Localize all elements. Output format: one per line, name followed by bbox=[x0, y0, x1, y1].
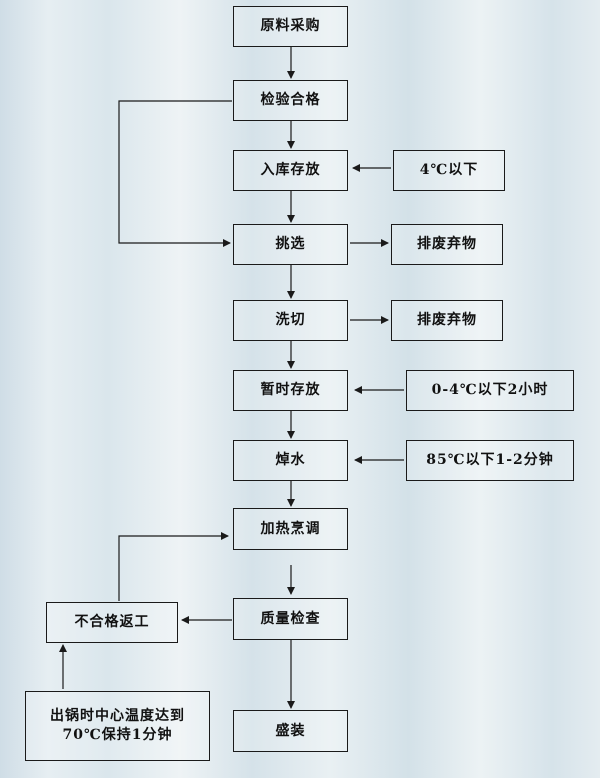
arrow-rework-to-cook bbox=[118, 532, 229, 601]
step-blanch: 焯水 bbox=[233, 440, 348, 481]
note-rework: 不合格返工 bbox=[46, 602, 178, 643]
step-cook: 加热烹调 bbox=[233, 508, 348, 550]
note-core-temp-line1: 出锅时中心温度达到 bbox=[50, 708, 185, 725]
note-core-temp: 出锅时中心温度达到 70℃保持1分钟 bbox=[25, 691, 210, 761]
arrow-inspect-loop-to-sort bbox=[118, 100, 232, 247]
note-storage-temp: 4℃以下 bbox=[393, 150, 505, 191]
note-blanch-cond: 85℃以下1-2分钟 bbox=[406, 440, 574, 481]
step-sort: 挑选 bbox=[233, 224, 348, 265]
step-inspect: 检验合格 bbox=[233, 80, 348, 121]
step-purchase: 原料采购 bbox=[233, 6, 348, 47]
step-quality-check: 质量检查 bbox=[233, 598, 348, 640]
step-wash-cut: 洗切 bbox=[233, 300, 348, 341]
step-plating: 盛装 bbox=[233, 710, 348, 752]
step-temp-storage: 暂时存放 bbox=[233, 370, 348, 411]
note-discard-2: 排废弃物 bbox=[391, 300, 503, 341]
note-discard-1: 排废弃物 bbox=[391, 224, 503, 265]
step-storage: 入库存放 bbox=[233, 150, 348, 191]
note-temp-storage-cond: 0-4℃以下2小时 bbox=[406, 370, 574, 411]
note-core-temp-line2: 70℃保持1分钟 bbox=[62, 727, 173, 743]
